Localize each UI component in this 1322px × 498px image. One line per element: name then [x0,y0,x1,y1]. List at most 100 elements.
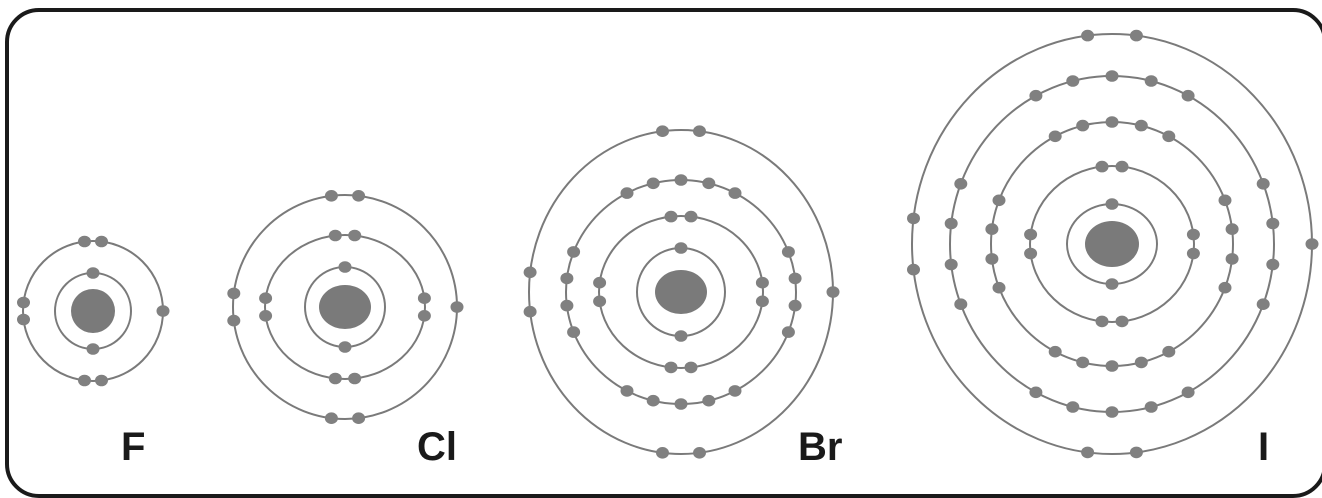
electron [620,187,634,199]
electron [1181,386,1195,399]
electron [728,385,742,397]
electron [693,447,706,459]
electron [788,299,802,312]
electron [781,246,795,258]
electron [788,272,802,285]
electron [646,394,660,407]
electron [1218,281,1232,294]
electron [1024,247,1038,260]
electron [1076,119,1090,132]
electron [17,296,30,309]
electron [523,305,537,318]
electron-shell [264,234,426,380]
electron-shell [1029,165,1195,323]
electron [1144,75,1158,87]
electron [593,295,607,308]
electron [1081,29,1095,42]
electron [324,412,338,425]
electron [1266,258,1280,271]
nucleus [655,270,707,314]
electron [324,190,338,202]
atom-br [523,125,840,459]
electron [907,212,920,225]
electron [620,385,634,397]
atom-label-fluorine: F [121,425,146,469]
electron [954,178,968,190]
atom-label-bromine: Br [798,425,843,469]
electron [1095,315,1109,328]
electron [95,374,108,387]
electron [1144,401,1158,413]
atom-f [17,235,170,387]
electron [985,223,999,235]
electron [417,292,431,305]
electron [992,194,1006,207]
electron [684,210,698,223]
electron [1076,356,1090,369]
electron [78,235,91,248]
electron [450,301,464,313]
electron-shell [598,215,764,369]
electron [1066,401,1080,413]
nucleus [319,285,371,329]
electron [656,125,669,137]
electron [1266,217,1280,230]
electron [1256,178,1270,190]
electron [674,242,688,254]
electron [560,299,574,312]
electron [1225,223,1239,235]
electron [86,343,100,355]
electron [560,272,574,285]
electron [227,314,241,327]
electron [674,398,688,410]
electron [1095,160,1109,173]
electron [1024,228,1038,241]
electron [1162,345,1176,358]
electron [328,372,342,385]
nucleus [71,289,115,333]
electron [684,361,698,374]
electron [674,330,688,342]
electron [338,341,352,353]
electron [1218,194,1232,207]
electron [1186,228,1200,241]
electron [227,287,241,300]
electron [992,281,1006,294]
electron [954,298,968,311]
nucleus [1085,221,1139,267]
electron [664,210,678,223]
electron [1181,89,1195,102]
electron [1105,278,1119,290]
electron [1029,386,1043,399]
electron [646,177,660,190]
electron [781,326,795,338]
electron [348,372,362,385]
electron [1129,446,1143,459]
electron [1105,198,1119,210]
atom-i [907,29,1319,459]
electron [86,267,100,279]
electron [1105,360,1119,372]
electron [656,447,669,459]
electron [1305,238,1319,250]
electron [1048,130,1062,143]
electron [1105,406,1119,418]
electron [78,374,91,387]
atom-cl [227,190,464,425]
electron [1115,315,1129,328]
electron [352,412,366,425]
electron [1029,89,1043,102]
electron [1115,160,1129,173]
electron [1066,75,1080,87]
atom-label-chlorine: Cl [417,425,457,469]
electron [328,229,342,242]
electron [1081,446,1095,459]
electron [352,190,366,202]
electron [1225,253,1239,265]
electron [1129,29,1143,42]
electron [338,261,352,273]
electron [1256,298,1270,311]
electron [693,125,706,137]
electron [1105,70,1119,82]
